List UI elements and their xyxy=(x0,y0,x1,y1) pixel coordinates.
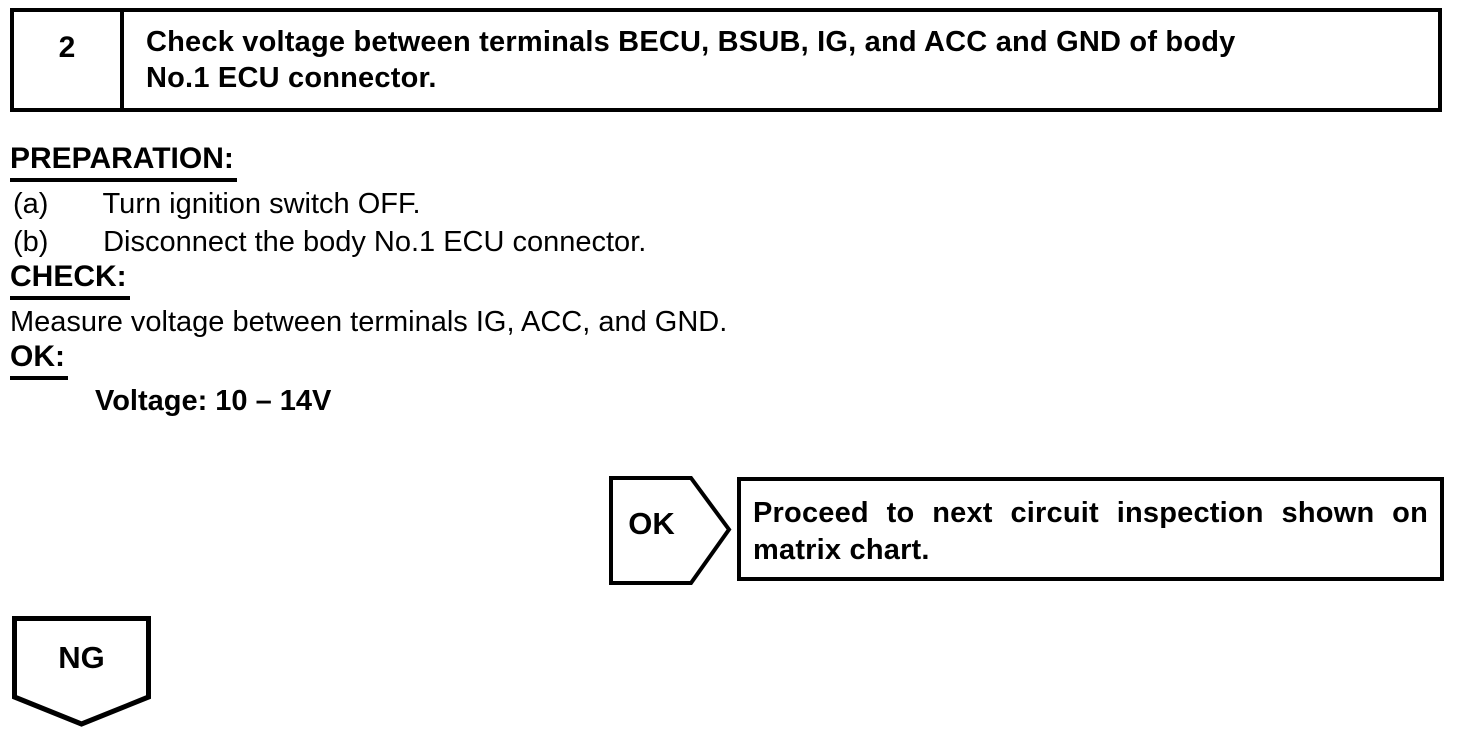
check-heading: CHECK: xyxy=(10,260,130,300)
step-header-box: 2 Check voltage between terminals BECU, … xyxy=(10,8,1442,112)
step-a-label: (a) xyxy=(13,188,49,220)
ok-result-box: Proceed to next circuit inspection shown… xyxy=(737,477,1444,581)
ok-branch-label: OK xyxy=(628,506,675,541)
ok-connector-shape: OK xyxy=(609,476,732,585)
result-line-2: matrix chart. xyxy=(753,534,930,566)
step-number: 2 xyxy=(14,12,124,108)
ng-pentagon-icon xyxy=(12,616,151,727)
step-title-line-1: Check voltage between terminals BECU, BS… xyxy=(146,26,1236,58)
ok-heading-text: OK: xyxy=(10,340,68,380)
ng-branch-label: NG xyxy=(58,640,105,675)
step-a-text: Turn ignition switch OFF. xyxy=(102,188,421,220)
preparation-step-a: (a) Turn ignition switch OFF. xyxy=(13,188,421,220)
step-title-line-2: No.1 ECU connector. xyxy=(146,62,437,94)
check-heading-text: CHECK: xyxy=(10,260,130,300)
preparation-heading-text: PREPARATION: xyxy=(10,142,237,182)
result-line-1: Proceed to next circuit inspection shown… xyxy=(753,497,1428,529)
ng-connector-shape: NG xyxy=(12,616,151,727)
step-b-text: Disconnect the body No.1 ECU connector. xyxy=(103,226,647,258)
voltage-spec: Voltage: 10 – 14V xyxy=(95,385,332,417)
preparation-step-b: (b) Disconnect the body No.1 ECU connect… xyxy=(13,226,646,258)
preparation-heading: PREPARATION: xyxy=(10,142,237,182)
step-title: Check voltage between terminals BECU, BS… xyxy=(124,12,1438,108)
check-instruction: Measure voltage between terminals IG, AC… xyxy=(10,306,728,338)
step-b-label: (b) xyxy=(13,226,49,258)
ok-heading: OK: xyxy=(10,340,68,380)
ok-pentagon-icon xyxy=(609,476,732,585)
